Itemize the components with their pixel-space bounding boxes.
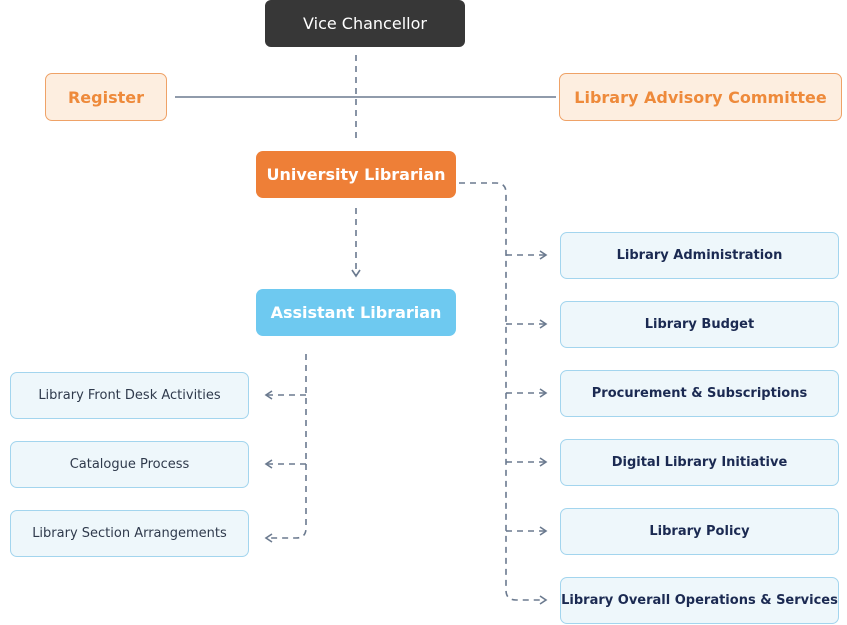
procurement-subscriptions-node: Procurement & Subscriptions	[560, 370, 839, 417]
assistant-librarian-node: Assistant Librarian	[256, 289, 456, 336]
section-arrangements-node: Library Section Arrangements	[10, 510, 249, 557]
library-administration-node: Library Administration	[560, 232, 839, 279]
librarian-branch-connector	[459, 182, 548, 605]
catalogue-process-node: Catalogue Process	[10, 441, 249, 488]
register-node: Register	[45, 73, 167, 121]
university-librarian-node: University Librarian	[256, 151, 456, 198]
overall-operations-services-node: Library Overall Operations & Services	[560, 577, 839, 624]
library-budget-node: Library Budget	[560, 301, 839, 348]
digital-library-initiative-node: Digital Library Initiative	[560, 439, 839, 486]
library-advisory-committee-node: Library Advisory Committee	[559, 73, 842, 121]
library-policy-node: Library Policy	[560, 508, 839, 555]
assistant-branch-connector	[264, 354, 307, 543]
front-desk-activities-node: Library Front Desk Activities	[10, 372, 249, 419]
vice-chancellor-node: Vice Chancellor	[265, 0, 465, 47]
